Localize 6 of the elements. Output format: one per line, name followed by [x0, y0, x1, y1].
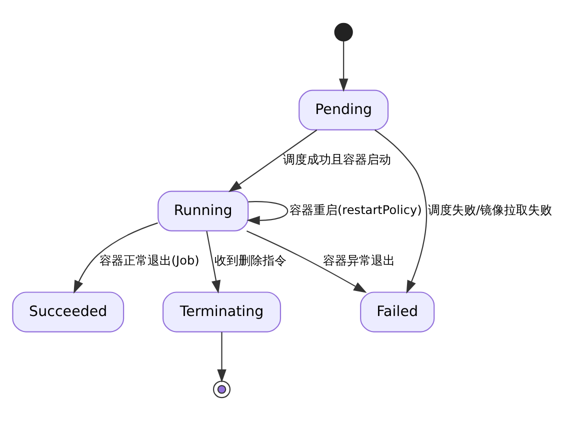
edge-label: 容器重启(restartPolicy) — [289, 203, 422, 218]
edge-label: 容器异常退出 — [322, 254, 395, 268]
edge-label: 调度失败/镜像拉取失败 — [428, 203, 552, 218]
edge-label: 容器正常退出(Job) — [99, 254, 200, 268]
edge-label: 收到删除指令 — [214, 254, 286, 268]
edge-label: 调度成功且容器启动 — [283, 152, 391, 167]
